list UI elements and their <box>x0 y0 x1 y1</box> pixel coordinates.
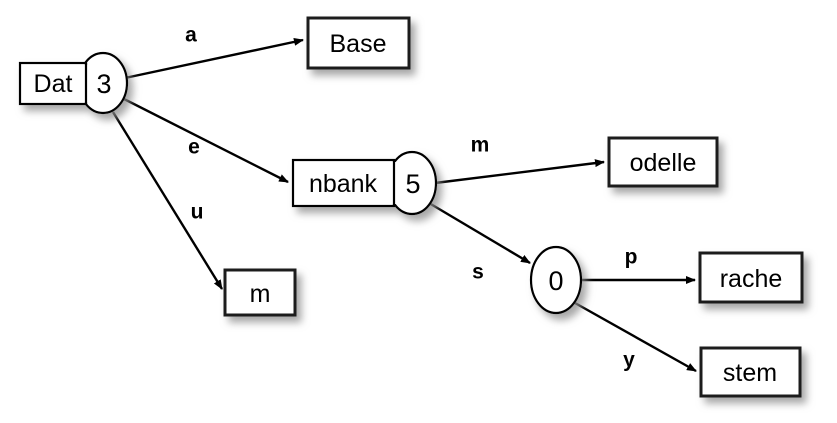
edge-labels-layer: a e u m s p y <box>185 24 637 372</box>
node-base-label: Base <box>330 30 387 58</box>
node-nbank-label: nbank <box>309 170 378 198</box>
node-stem[interactable] <box>699 346 802 398</box>
node-zero-label: 0 <box>548 266 563 296</box>
node-dat[interactable] <box>18 51 129 115</box>
node-m-label: m <box>250 280 271 308</box>
node-nbank-badge: 5 <box>405 169 420 199</box>
edge-zero-stem <box>574 301 697 373</box>
node-dat-label: Dat <box>34 70 73 98</box>
node-base[interactable] <box>306 16 411 70</box>
edge-label-e: e <box>188 136 200 159</box>
node-base-box[interactable] <box>306 16 411 70</box>
edge-nbank-zero <box>428 201 531 265</box>
node-odelle-label: odelle <box>630 149 697 177</box>
edge-label-m: m <box>471 134 490 157</box>
node-stem-label: stem <box>723 359 777 387</box>
node-dat-badge: 3 <box>96 69 111 99</box>
edge-label-a: a <box>185 24 197 47</box>
edge-dat-base <box>124 37 304 80</box>
node-stem-box[interactable] <box>699 346 802 398</box>
edge-dat-nbank <box>121 96 289 184</box>
node-nbank[interactable] <box>291 150 438 216</box>
node-zero[interactable] <box>529 245 583 315</box>
node-odelle-box[interactable] <box>607 136 719 188</box>
node-m[interactable] <box>223 268 297 317</box>
node-odelle[interactable] <box>607 136 719 188</box>
edge-label-u: u <box>191 201 204 224</box>
node-rache-label: rache <box>720 265 783 293</box>
edge-dat-m <box>111 111 224 290</box>
edge-label-y: y <box>623 349 635 372</box>
node-nbank-box[interactable] <box>291 158 396 208</box>
node-m-box[interactable] <box>223 268 297 317</box>
node-rache[interactable] <box>698 251 804 304</box>
node-zero-ellipse[interactable] <box>529 245 583 315</box>
node-rache-box[interactable] <box>698 251 804 304</box>
edge-nbank-odelle <box>434 159 605 185</box>
edge-label-p: p <box>625 246 638 269</box>
edge-label-s: s <box>472 261 484 284</box>
edges-layer <box>111 37 697 373</box>
